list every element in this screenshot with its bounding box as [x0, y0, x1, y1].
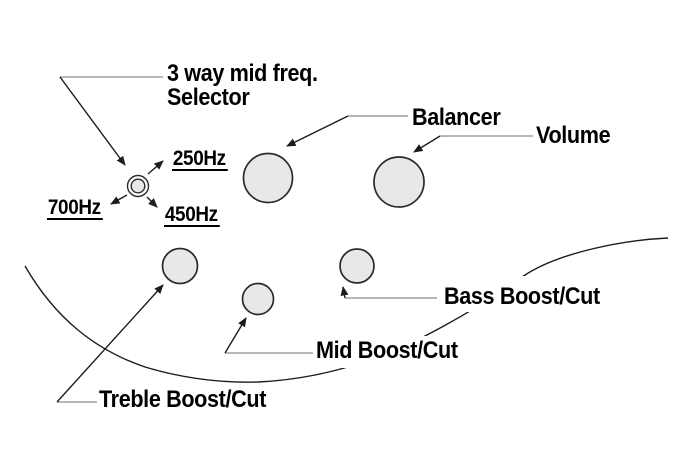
- selector-inner-knob: [130, 178, 146, 194]
- freq-450-label: 450Hz: [164, 203, 220, 227]
- freq-250-label: 250Hz: [172, 147, 228, 171]
- bass-pointer-arrow: [340, 286, 349, 299]
- guitar-body-edge-curve: [24, 237, 669, 383]
- freq-450-arrow: [146, 196, 158, 208]
- balancer-knob: [242, 152, 294, 204]
- mid-label-knockout: [314, 336, 475, 368]
- balancer-pointer-arrow: [286, 115, 349, 147]
- mid-knob: [241, 282, 275, 316]
- selector-label-line2: Selector: [167, 84, 250, 111]
- freq-250-arrow: [147, 160, 164, 175]
- bass-boost-cut-label: Bass Boost/Cut: [444, 283, 600, 310]
- volume-pointer-arrow: [413, 135, 441, 153]
- mid-boost-cut-label: Mid Boost/Cut: [316, 337, 458, 364]
- bass-knob: [339, 248, 375, 284]
- treble-pointer-arrow: [56, 284, 164, 403]
- balancer-label: Balancer: [412, 104, 501, 131]
- bass-label-knockout: [440, 276, 618, 312]
- selector-pointer-arrow: [59, 76, 126, 166]
- selector-label: 3 way mid freq. Selector: [167, 62, 318, 110]
- mid-freq-selector-switch: [126, 174, 150, 198]
- volume-label: Volume: [536, 122, 611, 149]
- freq-700-label: 700Hz: [47, 196, 103, 220]
- freq-700-arrow: [110, 194, 128, 205]
- treble-boost-cut-label: Treble Boost/Cut: [99, 386, 267, 413]
- mid-pointer-arrow: [224, 317, 247, 354]
- volume-knob: [373, 156, 425, 208]
- treble-knob: [161, 247, 199, 285]
- selector-label-line1: 3 way mid freq.: [167, 60, 318, 87]
